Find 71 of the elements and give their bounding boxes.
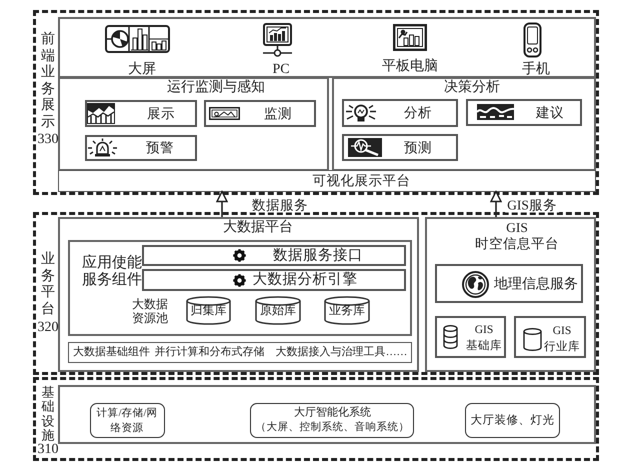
section-panel — [58, 77, 329, 171]
section-title: 运行监测与感知 — [167, 80, 265, 96]
layer-frame — [33, 10, 599, 195]
service-name: 数据服务接口 — [273, 247, 363, 264]
module-box — [342, 99, 458, 127]
rounded-box — [250, 403, 414, 438]
service-name: 大数据分析引擎 — [252, 272, 358, 288]
module-box — [342, 134, 458, 161]
arrow — [490, 190, 502, 217]
module-name: 监测 — [264, 106, 292, 122]
device-name: 手机 — [522, 62, 550, 78]
module-name: 展示 — [147, 106, 175, 122]
library-box — [435, 316, 506, 358]
edge-label: GIS服务 — [505, 197, 559, 212]
layer-label: 前端业务展示 — [40, 32, 56, 132]
module-box — [204, 100, 316, 127]
edge-label: 数据服务 — [250, 197, 310, 212]
group-label: 应用使能服务组件 — [81, 255, 143, 289]
library-name: GIS 基础库 — [465, 322, 503, 354]
reference-number: 320 — [38, 320, 58, 336]
platform-title: 大数据平台 — [223, 220, 293, 236]
layer-frame — [33, 377, 599, 461]
database-cylinder — [324, 296, 370, 325]
layer-frame — [33, 212, 599, 375]
module-name: 分析 — [404, 105, 432, 121]
component-panel — [68, 240, 412, 336]
platform-panel — [58, 217, 419, 372]
section-panel — [332, 77, 596, 171]
group-label: 大数据资源池 — [131, 297, 169, 325]
database-name: 业务库 — [329, 304, 365, 318]
module-box — [85, 100, 197, 127]
component-name: 大数据基础组件 — [73, 346, 150, 358]
database-name: 原始库 — [260, 304, 296, 318]
platform-panel — [425, 217, 596, 372]
component-bar — [68, 342, 412, 363]
library-name: GIS 行业库 — [543, 324, 581, 354]
layer-label: 基础设施 — [41, 385, 55, 443]
component-name: 并行计算和分布式存储 — [154, 346, 264, 358]
service-name: 地理信息服务 — [494, 276, 578, 293]
section-title: 决策分析 — [444, 80, 500, 96]
layer-label: 业务平台 — [40, 252, 56, 318]
component-name: 大数据接入与治理工具…… — [276, 346, 408, 358]
device-panel — [58, 17, 596, 78]
interface-bar — [142, 269, 406, 291]
resource-name: 大厅智能化系统 — [294, 406, 371, 420]
platform-bar — [58, 170, 596, 192]
resource-name: 大厅装修、灯光 — [470, 414, 554, 428]
arrow — [216, 190, 228, 217]
database-cylinder — [255, 296, 301, 325]
module-box — [85, 135, 197, 161]
platform-title: GIS 时空信息平台 — [474, 220, 560, 252]
rounded-box — [465, 403, 560, 438]
module-name: 建议 — [536, 104, 564, 120]
resource-name: 计算/存储/网络资源 — [96, 406, 158, 436]
resource-name: （大屏、控制系统、音响系统） — [256, 422, 410, 434]
device-name: 平板电脑 — [382, 58, 438, 76]
rounded-box — [90, 403, 165, 438]
device-name: PC — [272, 62, 290, 78]
module-name: 预警 — [146, 140, 174, 156]
library-box — [514, 316, 586, 358]
service-box — [435, 264, 583, 303]
module-name: 预测 — [404, 140, 432, 156]
module-box — [466, 99, 582, 126]
database-cylinder — [186, 296, 231, 325]
reference-number: 330 — [38, 132, 58, 148]
device-name: 大屏 — [128, 62, 156, 78]
interface-bar — [142, 245, 406, 266]
database-name: 归集库 — [190, 304, 226, 318]
infrastructure-panel — [58, 385, 596, 444]
reference-number: 310 — [38, 442, 58, 458]
platform-name: 可视化展示平台 — [312, 172, 410, 188]
